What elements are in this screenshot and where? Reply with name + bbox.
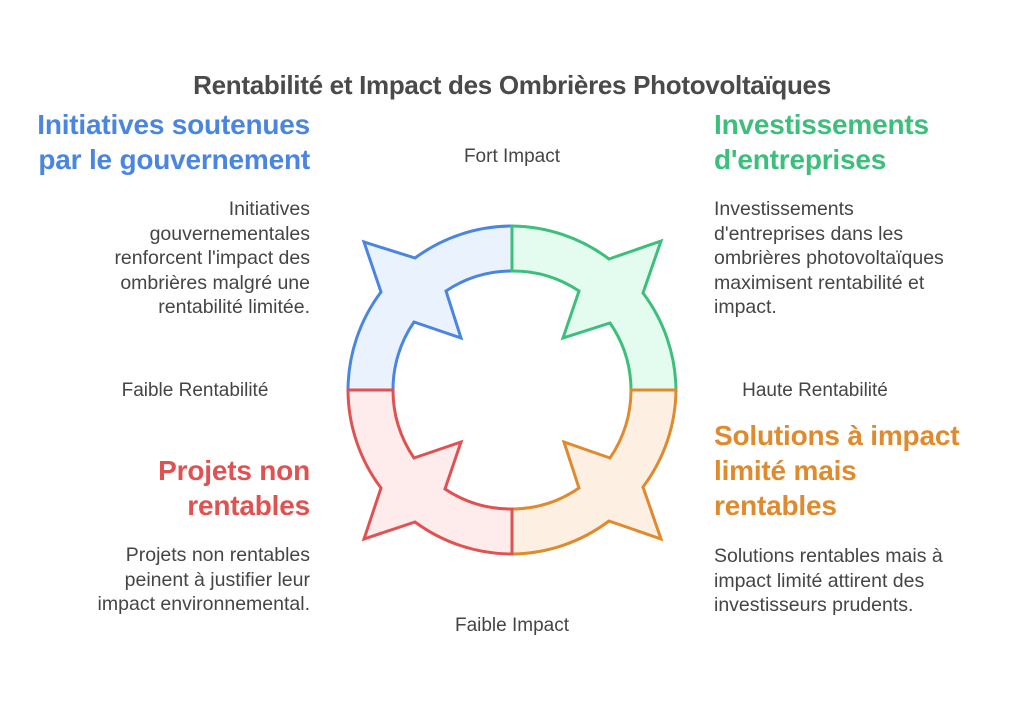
quadrant-description: Initiatives gouvernementales renforcent …	[114, 198, 310, 318]
quadrant-heading: Initiatives soutenues par le gouvernemen…	[37, 109, 310, 175]
quadrant-heading: Investissements d'entreprises	[714, 109, 929, 175]
axis-label-right: Haute Rentabilité	[742, 380, 888, 401]
quadrant-description: Solutions rentables mais à impact limité…	[714, 545, 943, 616]
quadrant-description: Projets non rentables peinent à justifie…	[97, 544, 310, 615]
quadrant-bottom-left: Projets non rentables Projets non rentab…	[20, 453, 311, 617]
ring-segment-top-right	[510, 224, 678, 392]
axis-label-top: Fort Impact	[463, 146, 561, 167]
quadrant-heading: Projets non rentables	[158, 455, 310, 521]
quadrant-top-left: Initiatives soutenues par le gouvernemen…	[20, 107, 310, 320]
diagram-title: Rentabilité et Impact des Ombrières Phot…	[193, 70, 831, 100]
quadrant-description: Investissements d'entreprises dans les o…	[714, 198, 944, 318]
axis-label-left: Faible Rentabilité	[121, 380, 269, 401]
quadrant-top-right: Investissements d'entreprises Investisse…	[714, 107, 1014, 320]
ring-segment-bottom-left	[346, 388, 514, 556]
quadrant-bottom-right: Solutions à impact limité mais rentables…	[714, 418, 1014, 618]
axis-label-bottom: Faible Impact	[454, 615, 570, 636]
ring-segment-bottom-right	[510, 388, 678, 556]
quadrant-heading: Solutions à impact limité mais rentables	[714, 420, 960, 521]
ring-segment-top-left	[346, 224, 514, 392]
